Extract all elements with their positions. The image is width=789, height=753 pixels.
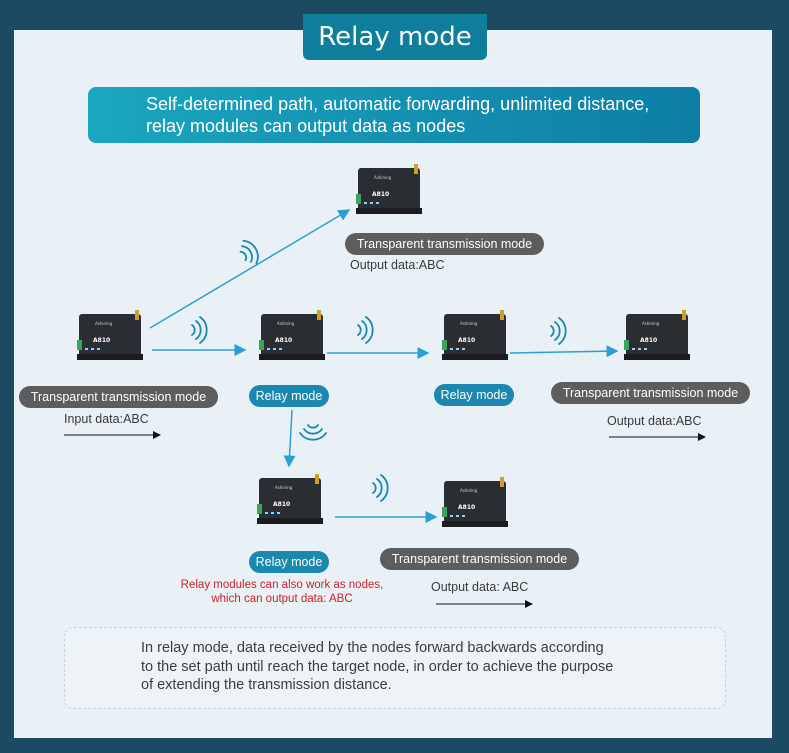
right-node-mode-badge: Transparent transmission mode	[551, 382, 750, 404]
device-brand-text: Ashining	[374, 175, 392, 180]
banner-line-2: relay modules can output data as nodes	[146, 116, 466, 136]
wireless-signal-icon-2	[191, 316, 208, 344]
relay-2-mode-badge: Relay mode	[434, 384, 514, 406]
device-model-text: A810	[275, 337, 292, 344]
relay-3-note-line-1: Relay modules can also work as nodes,	[180, 579, 384, 591]
link-relay2-to-right	[509, 345, 619, 358]
wireless-signal-icon-1	[239, 239, 259, 265]
device-brand-text: Ashining	[642, 321, 660, 326]
relay-3-mode-badge: Relay mode	[249, 551, 329, 573]
device-model-text: A810	[640, 337, 657, 344]
relay-1-mode-badge: Relay mode	[249, 385, 329, 407]
bottom-right-node-mode-badge: Transparent transmission mode	[380, 548, 579, 570]
relay-3-note-line-2: which can output data: ABC	[211, 593, 353, 605]
wireless-signal-icon-3	[357, 316, 374, 344]
device-brand-text: Ashining	[460, 321, 478, 326]
source-node-input-label: Input data:ABC	[64, 412, 149, 426]
banner-line-1: Self-determined path, automatic forwardi…	[146, 94, 650, 114]
feature-banner: Self-determined path, automatic forwardi…	[88, 87, 700, 143]
description-box: In relay mode, data received by the node…	[64, 627, 726, 709]
top-node-output-label: Output data:ABC	[350, 258, 445, 272]
relay-3-note: Relay modules can also work as nodes, wh…	[160, 578, 404, 606]
link-relay1-to-relay3	[283, 409, 296, 468]
device-model-text: A810	[458, 504, 475, 511]
device-model-text: A810	[458, 337, 475, 344]
description-line-2: to the set path until reach the target n…	[141, 658, 614, 675]
right-node-output-label: Output data:ABC	[607, 414, 702, 428]
link-source-to-top	[149, 209, 351, 329]
device-brand-text: Ashining	[275, 485, 293, 490]
device-model-text: A810	[93, 337, 110, 344]
bottom-right-node-output-label: Output data: ABC	[431, 580, 529, 594]
wireless-signal-icon-6	[372, 474, 389, 502]
page-title: Relay mode	[303, 14, 487, 60]
device-brand-text: Ashining	[277, 321, 295, 326]
wireless-signal-icon-4	[550, 317, 567, 345]
source-node-mode-badge: Transparent transmission mode	[19, 386, 218, 408]
device-brand-text: Ashining	[95, 321, 113, 326]
device-brand-text: Ashining	[460, 488, 478, 493]
description-line-1: In relay mode, data received by the node…	[141, 640, 604, 656]
top-node-mode-badge: Transparent transmission mode	[345, 233, 544, 255]
device-model-text: A810	[372, 191, 389, 198]
description-line-3: of extending the transmission distance.	[141, 677, 392, 693]
device-model-text: A810	[273, 501, 290, 508]
wireless-signal-icon-5	[299, 424, 327, 441]
